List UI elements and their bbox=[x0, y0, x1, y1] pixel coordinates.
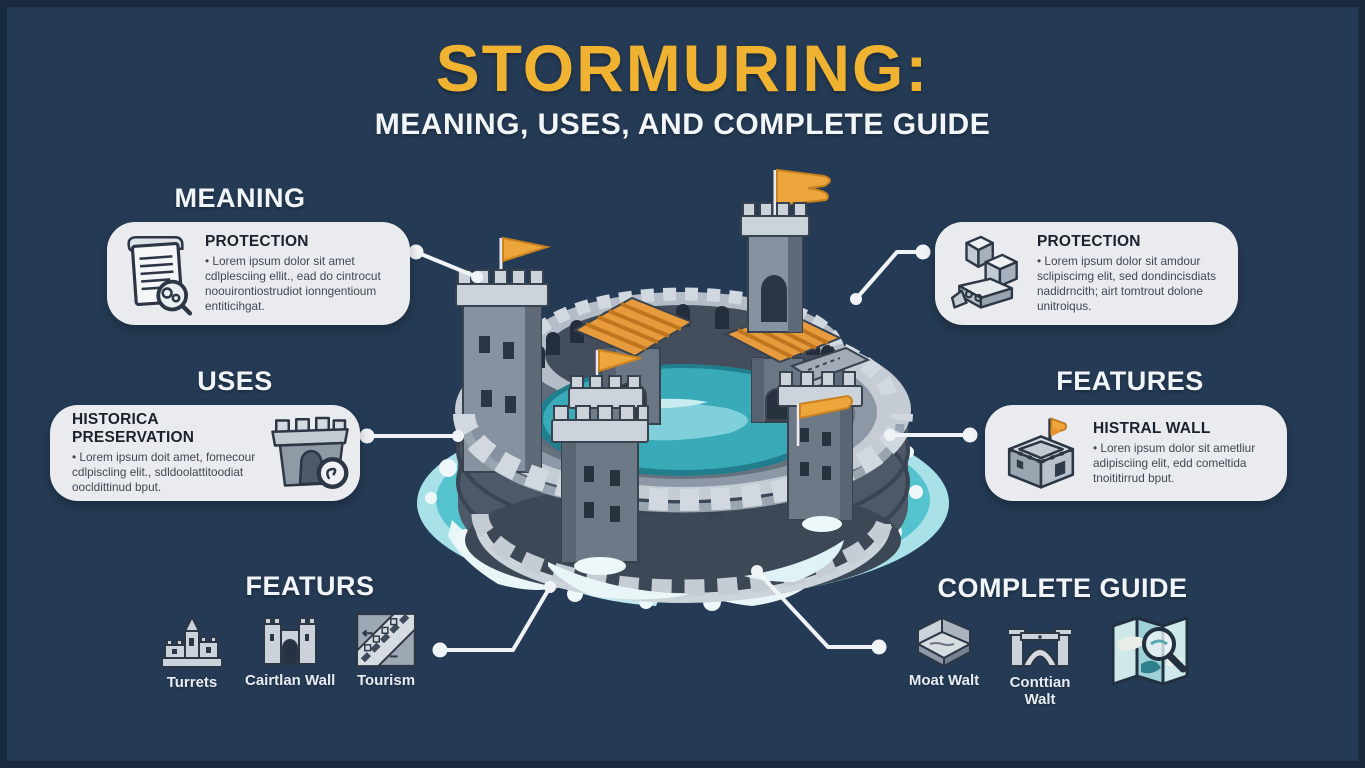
arch-bridge-icon bbox=[995, 614, 1085, 670]
connector-lines bbox=[365, 250, 972, 652]
uses-card-title: HISTORICA PRESERVATION bbox=[72, 410, 195, 446]
outer-wall-graphic bbox=[456, 322, 910, 598]
feature-item-turrets: Turrets bbox=[147, 614, 237, 691]
map-magnifier-icon bbox=[1106, 608, 1196, 692]
inner-ring-graphic bbox=[521, 287, 845, 474]
page-subtitle: MEANING, USES, AND COMPLETE GUIDE bbox=[374, 108, 991, 141]
topright-tower-graphic bbox=[740, 168, 831, 333]
page-title: STORMURING: bbox=[435, 31, 930, 105]
inner-buildings-graphic bbox=[572, 296, 843, 425]
protection-card-title: PROTECTION bbox=[1037, 232, 1141, 250]
left-tower-graphic bbox=[455, 236, 551, 473]
item-label-moat-walt: Moat Walt bbox=[908, 672, 980, 689]
item-label-conttian-walt: Conttian Walt bbox=[1009, 674, 1071, 709]
protection-card-body: • Lorem ipsum dolor sit amdour sclipisci… bbox=[1037, 253, 1216, 314]
meaning-card: PROTECTION • Lorem ipsum dolor sit amet … bbox=[107, 222, 410, 325]
foam-graphic bbox=[548, 516, 844, 600]
item-label-turrets: Turrets bbox=[166, 674, 218, 691]
courtyard-pool-graphic bbox=[535, 364, 831, 476]
heading-featurs: FEATURS bbox=[245, 571, 375, 601]
heading-complete-guide: COMPLETE GUIDE bbox=[937, 573, 1188, 603]
protection-card: PROTECTION • Lorem ipsum dolor sit amdou… bbox=[935, 222, 1238, 325]
feature-item-tourism: Tourism bbox=[341, 612, 431, 689]
guide-item-moat-walt: Moat Walt bbox=[899, 612, 989, 689]
guide-item-map bbox=[1106, 608, 1196, 696]
features-card-title: HISTRAL WALL bbox=[1093, 419, 1211, 437]
scroll-magnifier-icon bbox=[119, 232, 195, 316]
gate-wall-icon bbox=[245, 612, 335, 668]
ring-surface-graphic bbox=[455, 320, 911, 500]
great-wall-icon bbox=[341, 612, 431, 668]
uses-card-body: • Lorem ipsum doit amet, fomecour cdlpis… bbox=[72, 449, 256, 495]
meaning-card-body: • Lorem ipsum dolor sit amet cdlplesciin… bbox=[205, 253, 381, 314]
inner-flag-tower-graphic bbox=[568, 348, 644, 467]
frontright-tower-graphic bbox=[777, 371, 863, 521]
heading-meaning: MEANING bbox=[174, 183, 306, 213]
connector-dots bbox=[359, 244, 978, 658]
heading-uses: USES bbox=[197, 366, 273, 396]
feature-item-cairtlan-wall: Cairtlan Wall bbox=[245, 612, 335, 689]
ramp-graphic bbox=[789, 346, 871, 382]
meaning-card-title: PROTECTION bbox=[205, 232, 309, 250]
item-label-tourism: Tourism bbox=[356, 672, 416, 689]
moat-wall-icon bbox=[899, 612, 989, 668]
heading-features: FEATURES bbox=[1056, 366, 1204, 396]
tower-magnifier-icon bbox=[270, 415, 350, 491]
features-card-body: • Loren ipsum dolor sit ametliur adipisc… bbox=[1093, 440, 1256, 486]
keep-flag-icon bbox=[999, 413, 1083, 493]
uses-card: HISTORICA PRESERVATION • Lorem ipsum doi… bbox=[50, 405, 360, 501]
frontleft-tower-graphic bbox=[551, 405, 649, 563]
guide-item-conttian-walt: Conttian Walt bbox=[995, 614, 1085, 709]
item-label-cairtlan-wall: Cairtlan Wall bbox=[245, 672, 336, 689]
stone-blocks-icon bbox=[949, 231, 1027, 317]
features-card: HISTRAL WALL • Loren ipsum dolor sit ame… bbox=[985, 405, 1287, 501]
water-splash-graphic bbox=[417, 407, 949, 611]
turrets-icon bbox=[147, 614, 237, 670]
